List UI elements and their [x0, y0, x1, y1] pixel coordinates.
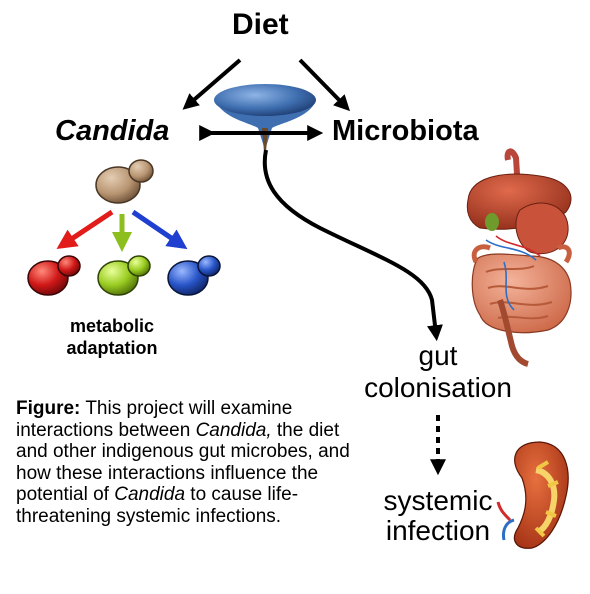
caption-text-1: This project will examine interactions b…	[16, 398, 293, 441]
arrow-red	[56, 209, 114, 249]
green-yeast-cell-icon	[97, 255, 151, 296]
red-yeast-cell-icon	[27, 255, 81, 296]
caption-candida-2: Candida	[114, 484, 186, 505]
blue-yeast-cell-icon	[167, 255, 221, 296]
node-diet: Diet	[232, 8, 289, 41]
node-systemic-infection: systemic infection	[383, 485, 493, 546]
caption-text-2: the diet and other indigenous gut microb…	[16, 419, 350, 506]
arrow-blue	[131, 209, 188, 250]
figure-caption: Figure: This project will examine intera…	[16, 398, 366, 527]
arrow-diet-to-candida	[182, 58, 242, 110]
yeast-cell-icon	[95, 159, 154, 204]
caption-candida-1: Candida,	[195, 419, 272, 441]
caption-label: Figure:	[16, 398, 81, 419]
kidney-illustration	[496, 441, 569, 549]
caption-text-3: to cause life-threatening systemic infec…	[16, 484, 299, 527]
node-gut-colonisation: gut colonisation	[364, 340, 512, 403]
node-candida: Candida	[55, 115, 170, 147]
digestive-system-illustration	[466, 148, 572, 367]
arrow-diet-to-microbiota	[298, 58, 351, 112]
funnel-icon	[214, 84, 316, 152]
arrow-to-gut-colonisation	[262, 149, 443, 342]
label-metabolic-adaptation: metabolic adaptation	[66, 316, 158, 358]
node-microbiota: Microbiota	[332, 115, 479, 147]
